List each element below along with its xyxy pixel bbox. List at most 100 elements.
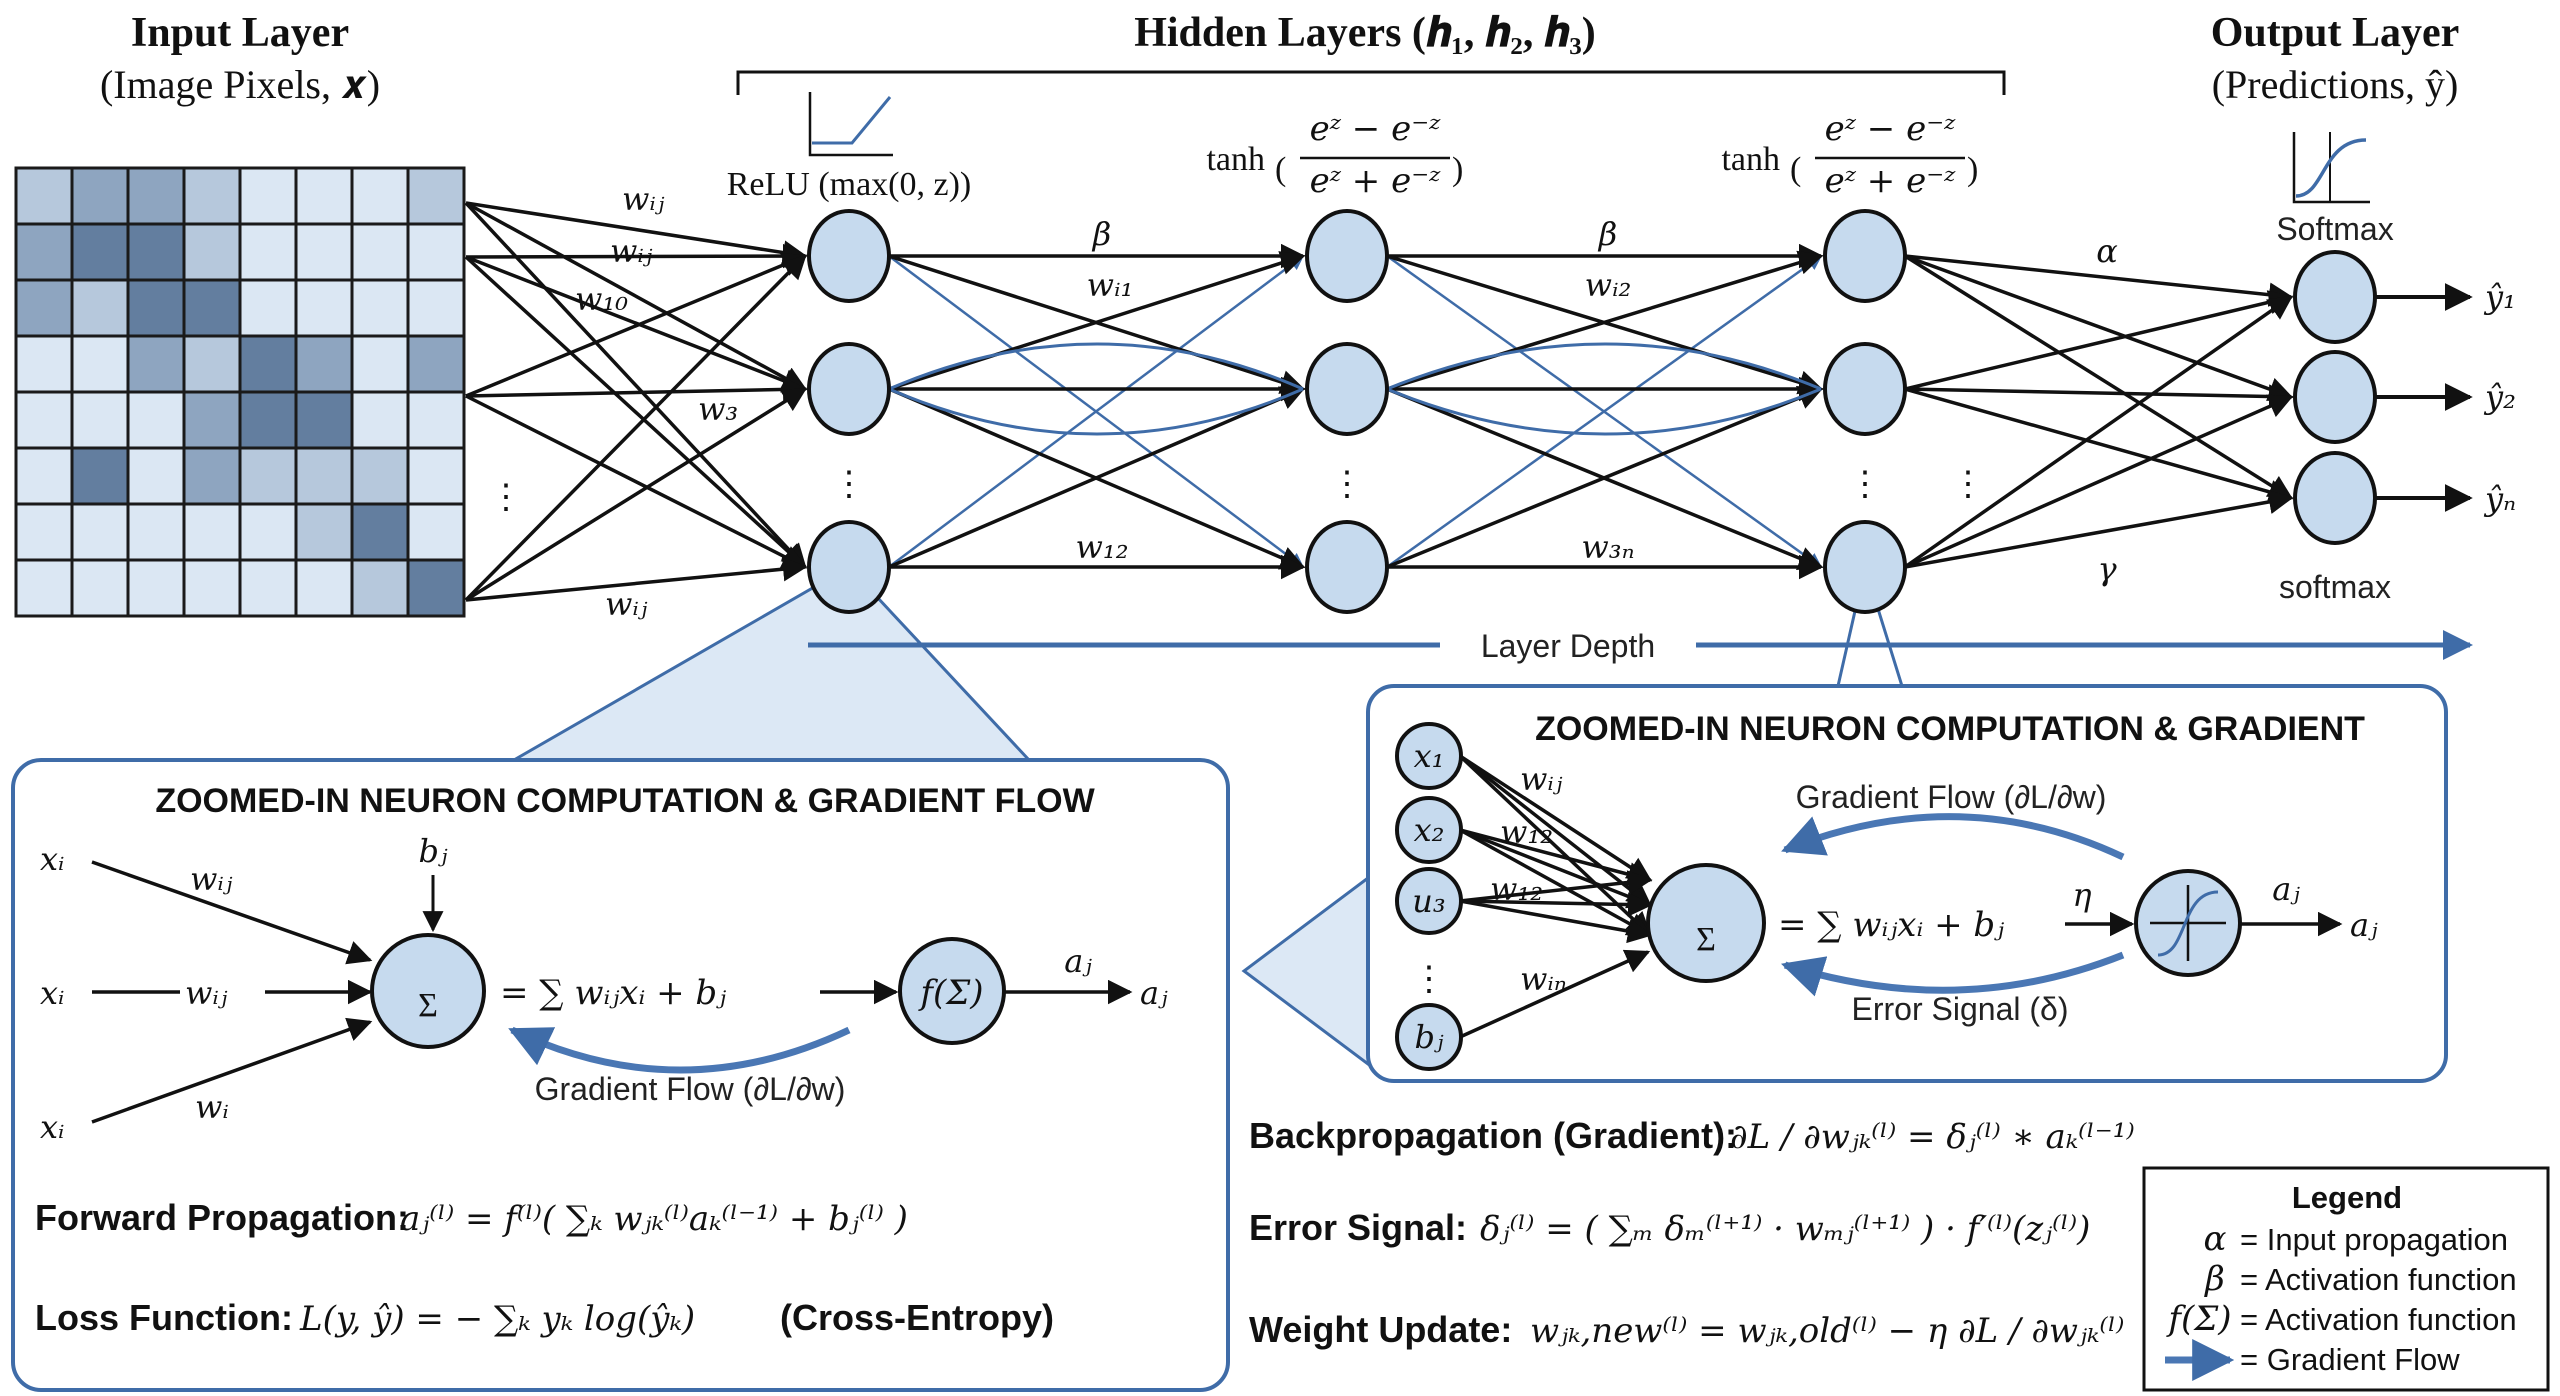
pixel-cell (70, 390, 130, 450)
right-zoom-panel: ZOOMED-IN NEURON COMPUTATION & GRADIENT … (1366, 684, 2448, 1083)
output-layer-subtitle: (Predictions, ŷ) (2212, 62, 2459, 107)
pixel-cell (14, 166, 74, 226)
pixel-cell (126, 334, 186, 394)
output-layer-title: Output Layer (2211, 10, 2460, 56)
weight-label: wᵢ₁ (1087, 266, 1134, 304)
pixel-cell (70, 334, 130, 394)
pixel-cell (14, 278, 74, 338)
weight-label: w₁₀ (575, 280, 628, 318)
input-edge (1459, 892, 1653, 917)
output-yn: ŷₙ (2483, 480, 2516, 518)
pixel-cell (14, 222, 74, 282)
pixel-cell (406, 222, 466, 282)
error-signal-arrow (1780, 951, 2125, 997)
hidden-layer-3-neuron (1823, 209, 1907, 303)
weight-label: wᵢⱼ (605, 585, 648, 623)
pixel-cell (182, 558, 242, 618)
pixel-cell (238, 390, 298, 450)
input-edge (464, 201, 807, 569)
hidden-edge-curve (888, 342, 1304, 391)
weight-label: wᵢ₂ (1585, 266, 1632, 304)
input-edge (1459, 899, 1653, 944)
pixel-cell (14, 558, 74, 618)
input-layer-title: Input Layer (131, 10, 349, 56)
pixel-cell (126, 558, 186, 618)
output-edge (1904, 254, 2294, 500)
gamma-label: γ (2097, 550, 2117, 588)
pixel-cell (70, 502, 130, 562)
pixel-cell (406, 278, 466, 338)
summation-node (370, 933, 486, 1049)
hidden-edge-blue (888, 255, 1305, 568)
paren-left: ( (1275, 151, 1286, 188)
activation-output-label: aⱼ (1064, 942, 1092, 980)
pixel-cell (182, 502, 242, 562)
loss-formula: L(y, ŷ) = − ∑ₖ yₖ log(ŷₖ) (299, 1299, 695, 1339)
weight-update-formula: wⱼₖ,new⁽ˡ⁾ = wⱼₖ,old⁽ˡ⁾ − η ∂L / ∂wⱼₖ⁽ˡ⁾ (1530, 1311, 2124, 1351)
input-neuron-label: x₂ (1414, 811, 1445, 849)
input-edge (1459, 828, 1653, 937)
ellipsis-h3: ⋮ (1848, 466, 1882, 503)
input-edge (465, 556, 808, 602)
legend-text: = Activation function (2240, 1262, 2517, 1297)
pixel-cell (294, 558, 354, 618)
pixel-cell (238, 334, 298, 394)
hidden-layer-1-neuron (807, 209, 891, 303)
pixel-cell (70, 558, 130, 618)
output-neuron (2293, 350, 2377, 444)
pixel-cell (14, 390, 74, 450)
input-edge (1458, 754, 1652, 907)
input-edge (465, 387, 808, 602)
weight-label: wᵢ (195, 1088, 229, 1126)
input-neuron (1395, 867, 1463, 935)
weight-label: w₁₂ (1490, 870, 1543, 908)
sigma-symbol: Σ (418, 987, 438, 1024)
input-edge (465, 253, 808, 398)
sigmoid-icon (2150, 885, 2226, 961)
output-edge (1904, 394, 2294, 569)
loss-label: Loss Function: (35, 1297, 293, 1338)
pixel-cell (70, 166, 130, 226)
pixel-cell (182, 278, 242, 338)
input-edge (1459, 870, 1653, 903)
legend: Legend α = Input propagation β = Activat… (2142, 1166, 2550, 1392)
pixel-cell (182, 334, 242, 394)
output-neuron (2293, 451, 2377, 545)
output-edge (1904, 254, 2294, 307)
input-x: xᵢ (40, 1108, 64, 1146)
output-a: aⱼ (1140, 974, 1168, 1012)
pixel-cell (238, 222, 298, 282)
input-x: xᵢ (40, 974, 64, 1012)
input-edge (464, 255, 807, 569)
input-neuron-label: x₁ (1414, 737, 1445, 775)
input-edge (1459, 828, 1653, 887)
tanh-denominator: eᶻ + e⁻ᶻ (1825, 161, 1957, 201)
pixel-cell (294, 334, 354, 394)
tanh-numerator: eᶻ − e⁻ᶻ (1310, 109, 1442, 149)
sum-formula: = ∑ wᵢⱼxᵢ + bⱼ (1778, 905, 2004, 945)
legend-symbol-activation: f(Σ) (2165, 1299, 2231, 1339)
input-edge (465, 243, 808, 269)
backprop-formula: ∂L / ∂wⱼₖ⁽ˡ⁾ = δⱼ⁽ˡ⁾ ∗ aₖ⁽ˡ⁻¹⁾ (1730, 1117, 2135, 1157)
legend-text: = Input propagation (2240, 1222, 2508, 1257)
hidden-edge-curve (1386, 387, 1822, 436)
hidden-layer-2-neuron (1305, 342, 1389, 436)
hidden-layer-1-neuron (807, 342, 891, 436)
legend-symbol-beta: β (2203, 1259, 2225, 1299)
weight-label: wᵢⱼ (610, 232, 653, 270)
hidden-edge (1386, 386, 1824, 569)
backprop-label: Backpropagation (Gradient): (1249, 1115, 1737, 1156)
output-y2: ŷ₂ (2483, 378, 2516, 416)
beta-label: β (1598, 215, 1618, 253)
pixel-cell (126, 278, 186, 338)
sum-formula: = ∑ wᵢⱼxᵢ + bⱼ (500, 973, 726, 1013)
weight-label: w₃ₙ (1581, 528, 1634, 566)
hidden-layer-2-neuron (1305, 209, 1389, 303)
pixel-cell (294, 222, 354, 282)
weight-label: wᵢⱼ (190, 860, 233, 898)
hidden-edge (1386, 250, 1824, 391)
pixel-cell (182, 166, 242, 226)
hidden-edge (888, 386, 1306, 569)
pixel-cell (406, 446, 466, 506)
tanh-name: tanh (1721, 141, 1780, 178)
